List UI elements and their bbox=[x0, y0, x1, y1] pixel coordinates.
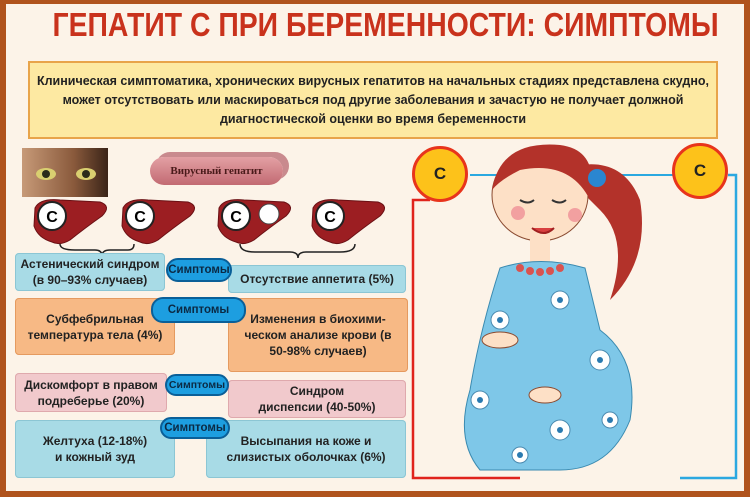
symptom-right-hypochondrium: Дискомфорт в правом подреберье (20%) bbox=[15, 373, 167, 412]
liver-icon: С bbox=[33, 199, 108, 245]
red-connector-line bbox=[411, 198, 520, 480]
brace bbox=[239, 243, 356, 259]
symptoms-pill: Симптомы bbox=[160, 417, 230, 439]
symptoms-pill: Симптомы bbox=[151, 297, 246, 323]
hepatitis-c-circle-left: С bbox=[412, 146, 468, 202]
symptom-subfebrile: Субфебрильная температура тела (4%) bbox=[15, 298, 175, 355]
pregnant-woman-illustration bbox=[463, 144, 642, 471]
svg-text:С: С bbox=[46, 209, 58, 226]
hepatitis-c-circle-right: С bbox=[672, 143, 728, 199]
symptom-dyspepsia: Синдром диспепсии (40-50%) bbox=[228, 380, 406, 418]
svg-text:С: С bbox=[230, 209, 242, 226]
page-title: ГЕПАТИТ С ПРИ БЕРЕМЕННОСТИ: СИМПТОМЫ bbox=[52, 6, 719, 43]
svg-text:С: С bbox=[324, 209, 336, 226]
symptom-blood-biochemistry: Изменения в биохими-ческом анализе крови… bbox=[228, 298, 408, 372]
jaundice-eyes-photo bbox=[22, 148, 108, 197]
intro-text: Клиническая симптоматика, хронических ви… bbox=[28, 61, 718, 139]
symptom-jaundice: Желтуха (12-18%) и кожный зуд bbox=[15, 420, 175, 478]
symptom-appetite-loss: Отсутствие аппетита (5%) bbox=[228, 265, 406, 293]
symptom-rashes: Высыпания на коже и слизистых оболочках … bbox=[206, 420, 406, 478]
liver-icon: С bbox=[121, 199, 196, 245]
symptoms-pill: Симптомы bbox=[165, 374, 229, 396]
svg-text:С: С bbox=[134, 209, 146, 226]
liver-icon: С bbox=[311, 199, 386, 245]
viral-hepatitis-label: Вирусный гепатит bbox=[150, 157, 283, 185]
symptom-asthenic: Астенический синдром (в 90–93% случаев) bbox=[15, 253, 165, 291]
liver-icon: С bbox=[217, 199, 292, 245]
symptoms-pill: Симптомы bbox=[166, 258, 232, 282]
blue-connector-line bbox=[680, 173, 738, 480]
